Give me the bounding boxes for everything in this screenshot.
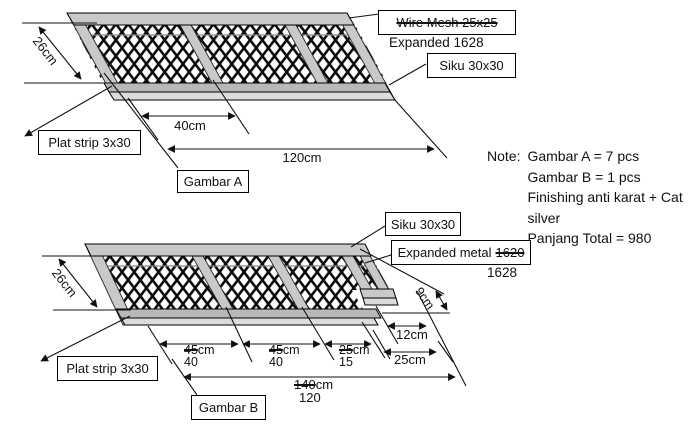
- ext-line: [416, 290, 467, 387]
- ext-line: [103, 72, 179, 169]
- siku-label-box-a: Siku 30x30: [427, 53, 516, 78]
- segment-2-new: 40: [269, 354, 283, 369]
- leader-wire-mesh: [348, 13, 380, 19]
- dim-label-120cm: 120cm: [282, 150, 322, 165]
- caption-box-gambar-a: Gambar A: [177, 170, 249, 193]
- panel-a-drawing: [66, 12, 396, 101]
- segment-2-unit: cm: [282, 343, 300, 357]
- total-length-unit: cm: [315, 377, 334, 392]
- dim-label-total-length: 140cm 120: [294, 377, 334, 405]
- ext-line: [437, 340, 454, 363]
- plat-strip-label-b: Plat strip 3x30: [66, 361, 149, 376]
- step-rail-face-b: [362, 297, 399, 306]
- expanded-metal-old-value: 1620: [495, 245, 525, 260]
- note-line-1: Gambar A = 7 pcs: [527, 148, 640, 164]
- segment-1-new: 40: [184, 354, 198, 369]
- dim-label-25cm-end: 25cm: [394, 352, 426, 367]
- caption-gambar-b: Gambar B: [198, 400, 259, 415]
- dim-arrow-9cm: [435, 290, 448, 311]
- dim-label-segment-1: 45cm 40: [184, 343, 215, 369]
- leader-siku-a: [388, 63, 427, 86]
- total-length-new: 120: [299, 389, 321, 405]
- dim-label-segment-3: 25cm 15: [339, 343, 370, 369]
- dim-label-40cm: 40cm: [174, 118, 206, 133]
- siku-label-box-b: Siku 30x30: [385, 212, 461, 236]
- plat-strip-label-box-b: Plat strip 3x30: [57, 356, 158, 381]
- caption-box-gambar-b: Gambar B: [191, 395, 266, 420]
- expanded-metal-label-box-b: Expanded metal 1620: [391, 240, 531, 265]
- siku-label-a: Siku 30x30: [439, 58, 504, 73]
- note-line-4: Panjang Total = 980: [527, 230, 652, 246]
- ext-line: [372, 329, 391, 360]
- panel-b-plat-strips: [84, 243, 390, 326]
- note-line-3: Finishing anti karat + Cat silver: [527, 189, 683, 226]
- dim-label-segment-2: 45cm 40: [269, 343, 300, 369]
- bottom-rail-face-a: [108, 91, 396, 101]
- dim-arrow-26cm-a: [38, 26, 82, 80]
- segment-1-old: 45: [184, 343, 198, 357]
- dim-label-12cm: 12cm: [396, 327, 428, 342]
- segment-3-new: 15: [339, 354, 353, 369]
- top-rail-b: [84, 243, 372, 257]
- caption-gambar-a: Gambar A: [183, 174, 243, 189]
- top-rail-a: [66, 12, 355, 26]
- note-line-2: Gambar B = 1 pcs: [527, 168, 641, 185]
- ext-line: [225, 306, 253, 363]
- expanded-replacement-label-a: Expanded 1628: [389, 35, 484, 50]
- ext-line: [212, 79, 250, 135]
- panel-b-dimension-lines: [40, 225, 467, 396]
- panel-a-dimension-lines: [22, 13, 448, 169]
- step-rail-b: [359, 288, 397, 299]
- panel-b-mesh: [91, 256, 390, 309]
- ext-line: [375, 305, 399, 345]
- leader-plat-strip-b: [40, 315, 131, 362]
- leader-plat-strip-a: [24, 85, 113, 137]
- panel-b-drawing: [84, 243, 399, 326]
- bottom-rail-face-b: [120, 317, 379, 326]
- wire-mesh-label-box: Wire Mesh 25x25: [378, 10, 516, 35]
- plat-strip-label-box-a: Plat strip 3x30: [38, 130, 141, 155]
- note-block: Note: Gambar A = 7 pcs Gambar B = 1 pcs …: [487, 146, 700, 249]
- dim-arrow-26cm-b: [58, 258, 98, 308]
- segment-3-old: 25: [339, 343, 353, 357]
- ext-line: [393, 98, 448, 159]
- total-length-old: 140: [294, 377, 316, 392]
- segment-3-unit: cm: [352, 343, 370, 357]
- segment-1-unit: cm: [197, 343, 215, 357]
- ext-line: [359, 248, 445, 295]
- siku-label-b: Siku 30x30: [390, 216, 456, 232]
- ext-line: [361, 321, 386, 359]
- note-label: Note:: [487, 148, 521, 164]
- segment-2-old: 45: [269, 343, 283, 357]
- plat-strip-label-a: Plat strip 3x30: [48, 135, 131, 150]
- expanded-metal-label-b: Expanded metal: [397, 245, 492, 260]
- ext-line: [301, 306, 335, 361]
- wire-mesh-label: Wire Mesh 25x25: [396, 15, 498, 30]
- expanded-metal-new-value: 1628: [487, 265, 518, 280]
- leader-siku-b: [350, 225, 386, 248]
- bottom-rail-b: [115, 308, 382, 319]
- bottom-rail-a: [103, 82, 391, 93]
